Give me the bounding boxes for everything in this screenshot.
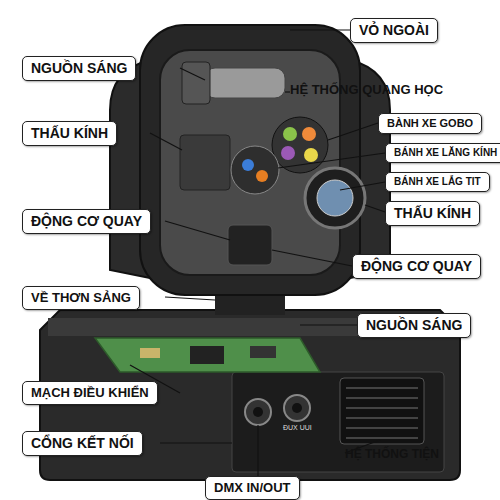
fan-lines [346, 388, 418, 438]
prism-slot [256, 170, 268, 182]
part-label: THẤU KÍNH [385, 201, 480, 226]
part-label: ĐUX UUI [283, 424, 312, 432]
front-lens [305, 168, 365, 228]
part-label: VỎ NGOÀI [350, 18, 438, 43]
part-label: VỀ THƠN SẢNG [22, 286, 140, 310]
tilt-motor [228, 225, 272, 265]
head-housing [140, 25, 360, 295]
gobo-slot [283, 127, 297, 141]
part-label: HỆ THỐNG TIỆN [345, 447, 439, 461]
chip [190, 346, 224, 364]
connector-pin [253, 407, 263, 417]
lamp-socket [182, 62, 210, 104]
dmx-connector [245, 399, 271, 425]
part-label: ĐỘNG CƠ QUAY [22, 209, 151, 234]
lamp-body [205, 68, 285, 98]
prism-slot [242, 159, 254, 171]
part-label: MẠCH ĐIỀU KHIỂN [22, 381, 158, 405]
part-label: DMX IN/OUT [205, 476, 300, 500]
rear-panel [232, 372, 444, 472]
part-label: BÀNH XE GOBO [378, 113, 482, 134]
connector-pin [292, 403, 302, 413]
part-label: BÁNH XE LĂNG KÍNH [385, 143, 500, 163]
part-label: NGUỒN SÁNG [357, 313, 471, 338]
part-label: BÁNH XE LẮG TIT [385, 172, 490, 192]
part-label: THẤU KÍNH [22, 121, 117, 146]
control-board [95, 338, 320, 372]
prism-wheel [231, 146, 279, 194]
dmx-connector [284, 395, 310, 421]
gobo-slot [304, 148, 318, 162]
part-label: NGUỒN SÁNG [22, 56, 136, 81]
lens-glass [317, 180, 353, 216]
part-label: ĐỘNG CƠ QUAY [352, 254, 481, 279]
gobo-slot [281, 146, 295, 160]
component [250, 346, 276, 358]
part-label: HỆ THỐNG QUANG HỌC [290, 82, 443, 98]
component [140, 348, 160, 358]
gobo-slot [302, 127, 316, 141]
part-label: CỔNG KẾT NỐI [22, 431, 143, 456]
lens-mount [180, 135, 230, 190]
fan-grille [340, 378, 424, 444]
